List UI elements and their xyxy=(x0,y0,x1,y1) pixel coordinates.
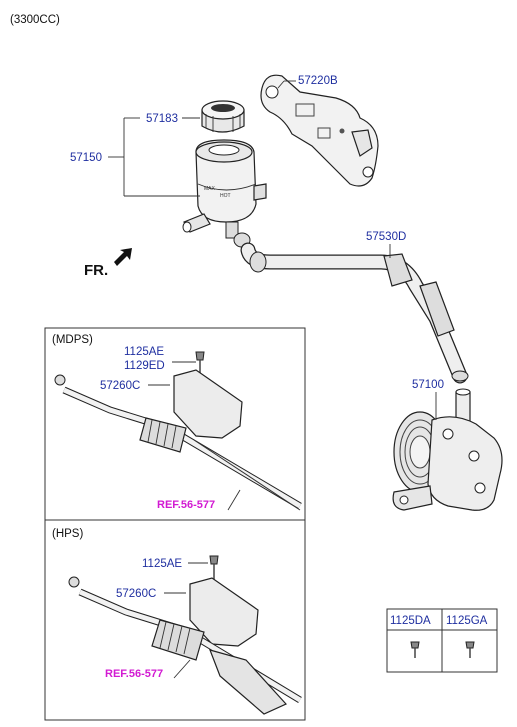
hps-bolt-label: 1125AE xyxy=(142,558,182,570)
fastener-col1-label: 1125DA xyxy=(390,615,431,627)
hps-cover-label: 57260C xyxy=(116,588,156,600)
reservoir-label: 57150 xyxy=(70,152,102,164)
mdps-ref-label[interactable]: REF.56-577 xyxy=(157,499,215,511)
hps-panel: (HPS) 1125AE 57260C REF.56-577 xyxy=(44,519,306,721)
fastener-2-icon xyxy=(465,641,475,658)
pump-label: 57100 xyxy=(412,379,444,391)
hose-label: 57530D xyxy=(366,231,406,243)
bracket-label: 57220B xyxy=(298,75,338,87)
mdps-panel: (MDPS) 1125AE 1129ED 57260C REF.56-577 xyxy=(44,327,306,521)
cap-drawing xyxy=(201,100,245,133)
mdps-cover-label: 57260C xyxy=(100,380,140,392)
fastener-table: 1125DA 1125GA xyxy=(386,608,498,673)
reservoir-drawing: MAX HOT xyxy=(182,139,267,248)
cap-label: 57183 xyxy=(146,113,178,125)
hose-drawing xyxy=(240,242,469,384)
fastener-col2-label: 1125GA xyxy=(446,615,488,627)
mdps-bolt-b-label: 1129ED xyxy=(124,360,165,372)
bracket-drawing xyxy=(260,74,379,187)
mdps-bolt-icon xyxy=(195,351,205,361)
hps-ref-label[interactable]: REF.56-577 xyxy=(105,668,163,680)
mdps-bolt-a-label: 1125AE xyxy=(124,346,164,358)
hps-bolt-icon xyxy=(209,555,219,565)
svg-text:HOT: HOT xyxy=(220,193,231,199)
svg-text:MAX: MAX xyxy=(204,186,216,192)
engine-label: (3300CC) xyxy=(10,14,60,26)
front-arrow-icon xyxy=(114,248,132,266)
mdps-title: (MDPS) xyxy=(52,334,93,346)
fastener-1-icon xyxy=(410,641,420,658)
pump-drawing xyxy=(392,388,503,511)
hps-title: (HPS) xyxy=(52,528,83,540)
front-label: FR. xyxy=(84,262,108,279)
